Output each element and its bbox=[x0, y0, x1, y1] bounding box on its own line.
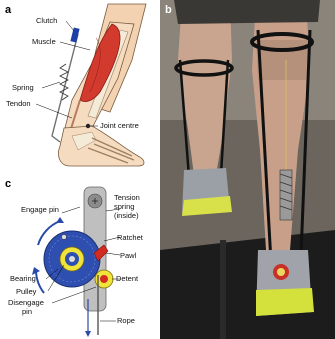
exoskeleton-photo bbox=[160, 0, 335, 339]
engage-pin bbox=[62, 235, 67, 240]
panel-b-letter: b bbox=[165, 4, 172, 16]
label-pulley: Pulley bbox=[16, 288, 36, 296]
joint-centre-dot bbox=[86, 124, 90, 128]
label-engage-pin: Engage pin bbox=[21, 206, 59, 214]
panel-b-photo: b bbox=[160, 0, 335, 339]
panel-c-clutch-diagram: c bbox=[0, 175, 160, 339]
label-clutch: Clutch bbox=[36, 17, 57, 25]
label-disengage-pin-1: Disengage bbox=[8, 299, 44, 307]
label-detent: Detent bbox=[116, 275, 138, 283]
label-joint-centre: Joint centre bbox=[100, 122, 139, 130]
label-tension-spring-2: spring bbox=[114, 203, 134, 211]
label-muscle: Muscle bbox=[32, 38, 56, 46]
label-rope: Rope bbox=[117, 317, 135, 325]
label-ratchet: Ratchet bbox=[117, 234, 143, 242]
label-disengage-pin-2: pin bbox=[22, 308, 32, 316]
panel-a-leg-diagram: a Clutch Muscle Spring Tendon Jo bbox=[0, 0, 160, 175]
label-bearing: Bearing bbox=[10, 275, 36, 283]
label-spring: Spring bbox=[12, 84, 34, 92]
spring-coil bbox=[60, 64, 68, 100]
label-tension-spring-3: (inside) bbox=[114, 212, 139, 220]
foot-shape bbox=[58, 126, 144, 166]
label-pawl: Pawl bbox=[120, 252, 136, 260]
label-tendon: Tendon bbox=[6, 100, 31, 108]
label-tension-spring-1: Tension bbox=[114, 194, 140, 202]
